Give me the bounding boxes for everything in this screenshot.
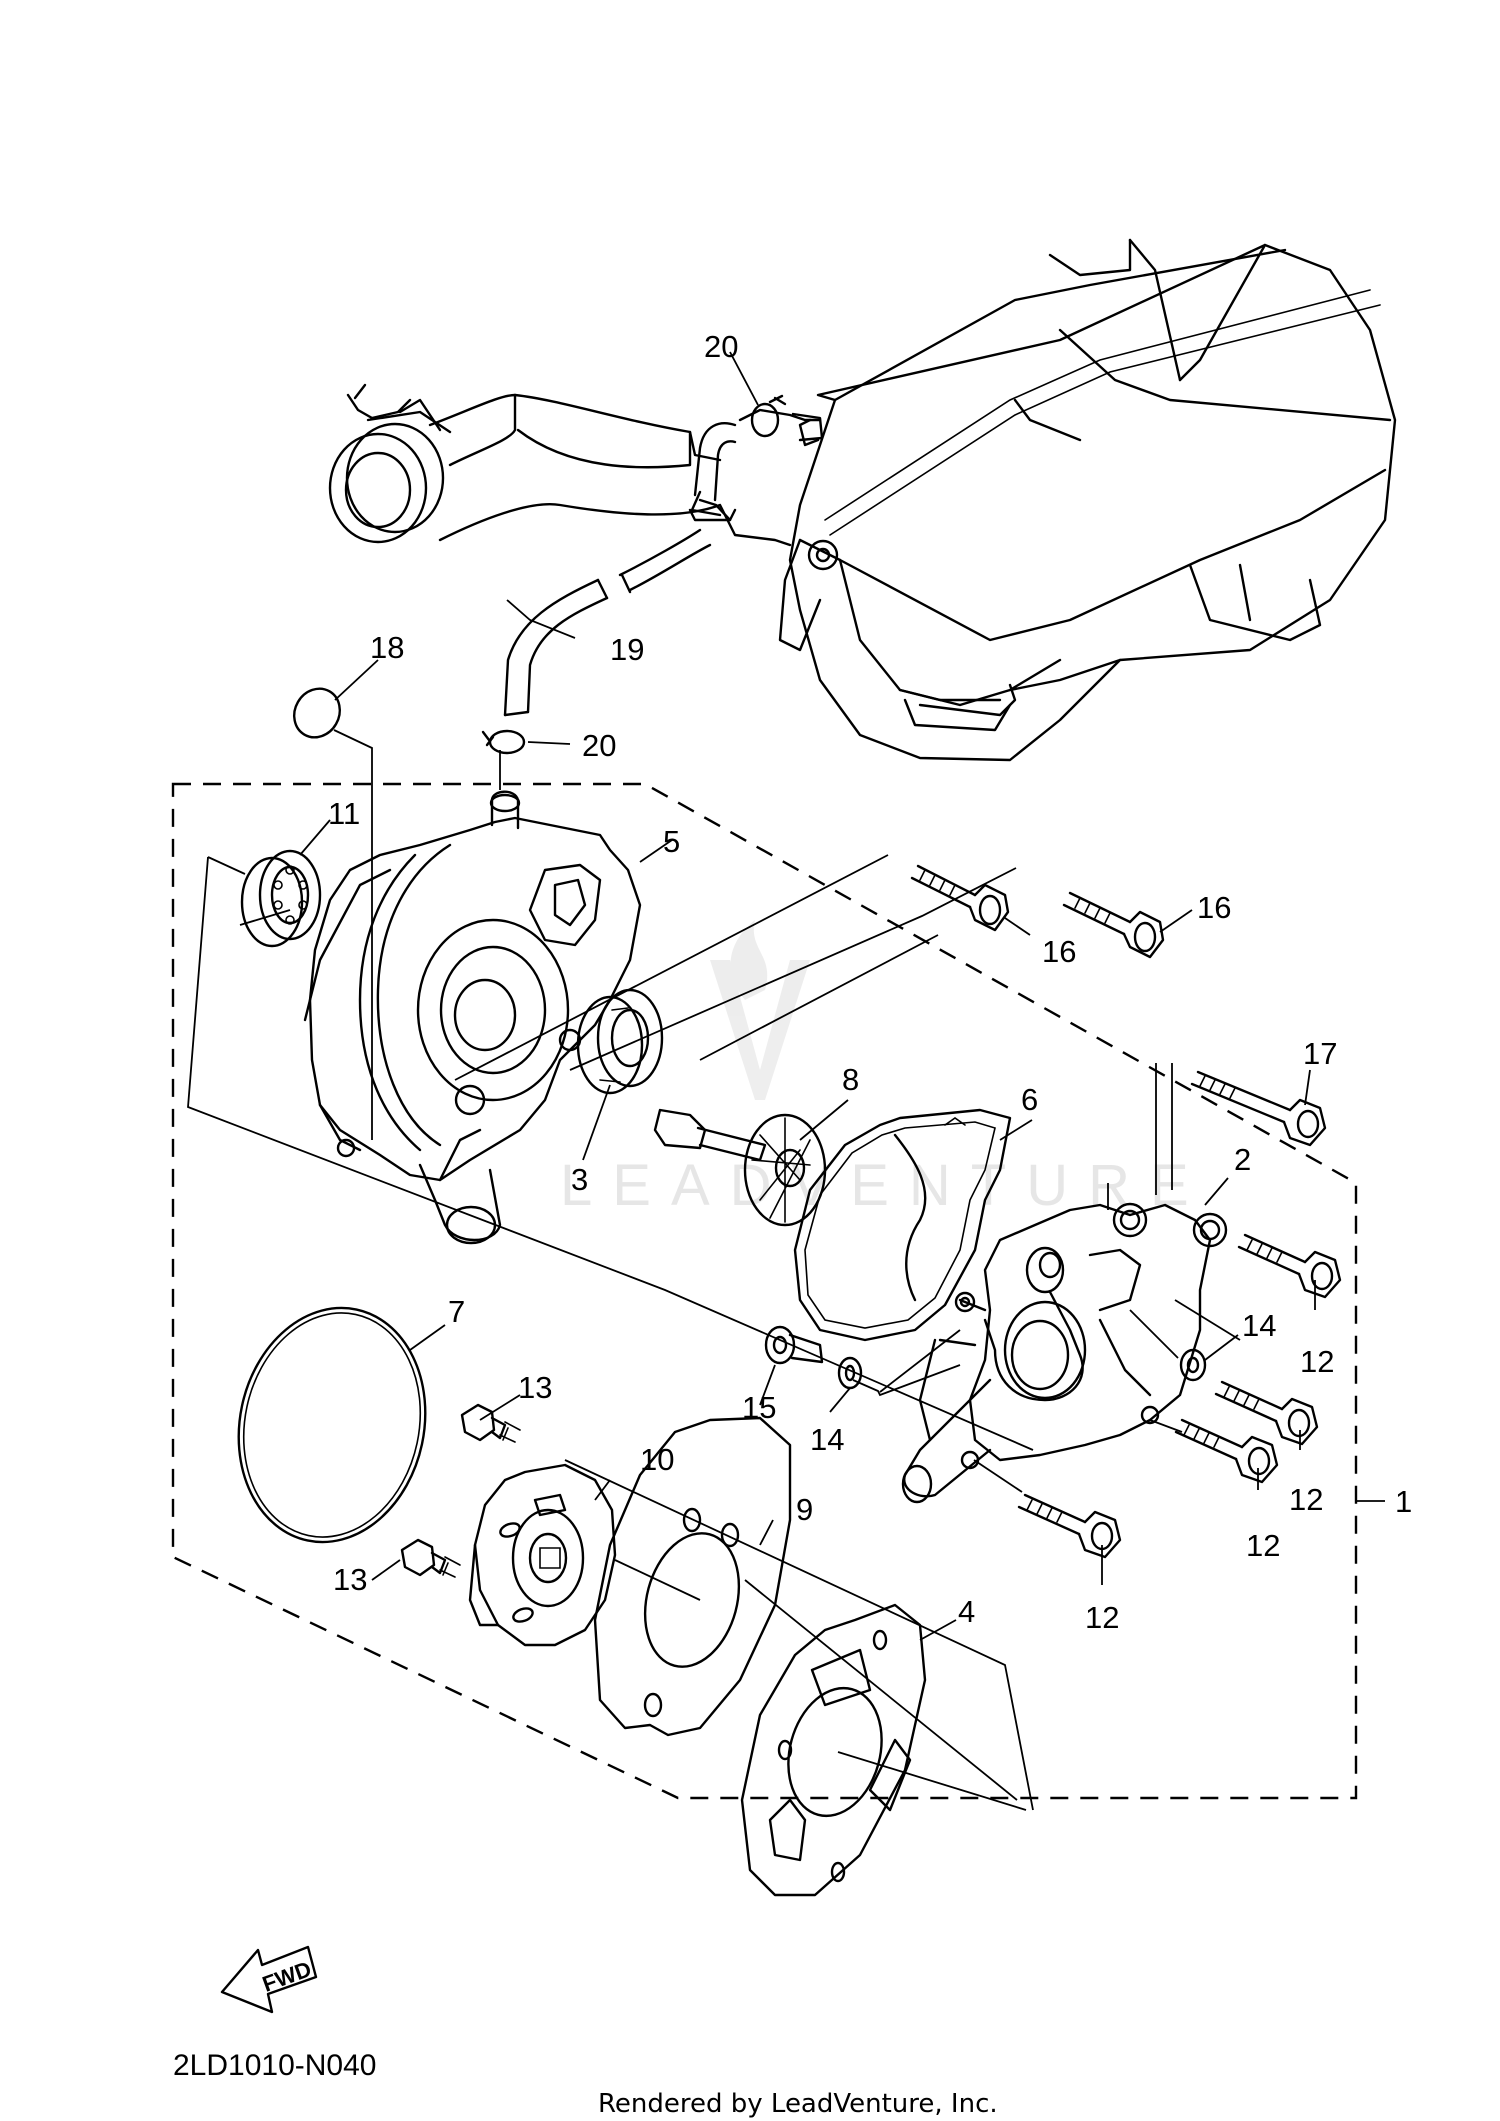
pump-cover-2 (901, 1202, 1228, 1504)
callout-12-b: 12 (1289, 1482, 1323, 1517)
o-ring-18 (293, 687, 341, 739)
mounting-plate-10 (468, 1463, 617, 1647)
callout-leaders (299, 351, 1311, 1641)
air-filter-case (778, 238, 1397, 762)
callout-19: 19 (610, 632, 644, 667)
plate-4 (740, 1603, 927, 1897)
bolt-17 (1190, 1070, 1327, 1147)
callout-labels: 20 18 19 20 11 5 16 16 17 6 8 2 3 14 12 … (328, 329, 1412, 1635)
callout-4: 4 (958, 1594, 975, 1629)
kit-boundary (171, 782, 1358, 1800)
callout-14-left: 14 (810, 1422, 844, 1457)
o-ring-7 (237, 1306, 427, 1544)
callout-13-upper: 13 (518, 1370, 552, 1405)
intake-duct (328, 383, 822, 547)
callout-20-lower: 20 (582, 728, 616, 763)
bearing-11 (240, 849, 322, 948)
callout-3: 3 (571, 1162, 588, 1197)
callout-10: 10 (640, 1442, 674, 1477)
callout-7: 7 (448, 1294, 465, 1329)
callout-16-left: 16 (1042, 934, 1076, 969)
callout-2: 2 (1234, 1142, 1251, 1177)
assembly-lines (187, 729, 1385, 1811)
callout-12-a: 12 (1300, 1344, 1334, 1379)
callout-17: 17 (1303, 1036, 1337, 1071)
footer-credit: Rendered by LeadVenture, Inc. (598, 2089, 998, 2119)
washer-14-right (1179, 1348, 1207, 1382)
callout-16-right: 16 (1197, 890, 1231, 925)
callout-15: 15 (742, 1390, 776, 1425)
bolt-15 (764, 1325, 824, 1365)
callout-1: 1 (1395, 1484, 1412, 1519)
callout-11: 11 (328, 796, 360, 831)
bolt-13-lower (400, 1538, 461, 1578)
breather-hose-19 (503, 422, 737, 717)
bolt-13-upper (460, 1403, 521, 1443)
callout-8: 8 (842, 1062, 859, 1097)
bearing-3 (576, 988, 664, 1095)
bolt-12-d (1017, 1493, 1122, 1559)
callout-13-lower: 13 (333, 1562, 367, 1597)
callout-18: 18 (370, 630, 404, 665)
callout-9: 9 (796, 1492, 813, 1527)
callout-6: 6 (1021, 1082, 1038, 1117)
hose-clip-20-upper (750, 394, 824, 442)
gasket-6 (793, 1108, 1012, 1342)
bolt-12-c (1174, 1418, 1279, 1484)
plate-9 (593, 1416, 792, 1737)
bolt-12-a (1237, 1233, 1342, 1299)
callout-12-d: 12 (1085, 1600, 1119, 1635)
bolt-16-left (910, 864, 1010, 932)
callout-20-upper: 20 (704, 329, 738, 364)
bolt-16-right (1062, 891, 1165, 959)
callout-5: 5 (663, 824, 680, 859)
callout-12-c: 12 (1246, 1528, 1280, 1563)
bolt-12-b (1214, 1380, 1319, 1446)
hose-clip-20-lower (481, 729, 526, 755)
callout-14-right: 14 (1242, 1308, 1276, 1343)
fwd-arrow-icon: FWD (220, 1945, 318, 2014)
diagram-code: 2LD1010-N040 (173, 2049, 376, 2082)
leadventure-watermark-logo: LEADVENTURE (560, 920, 1189, 1218)
